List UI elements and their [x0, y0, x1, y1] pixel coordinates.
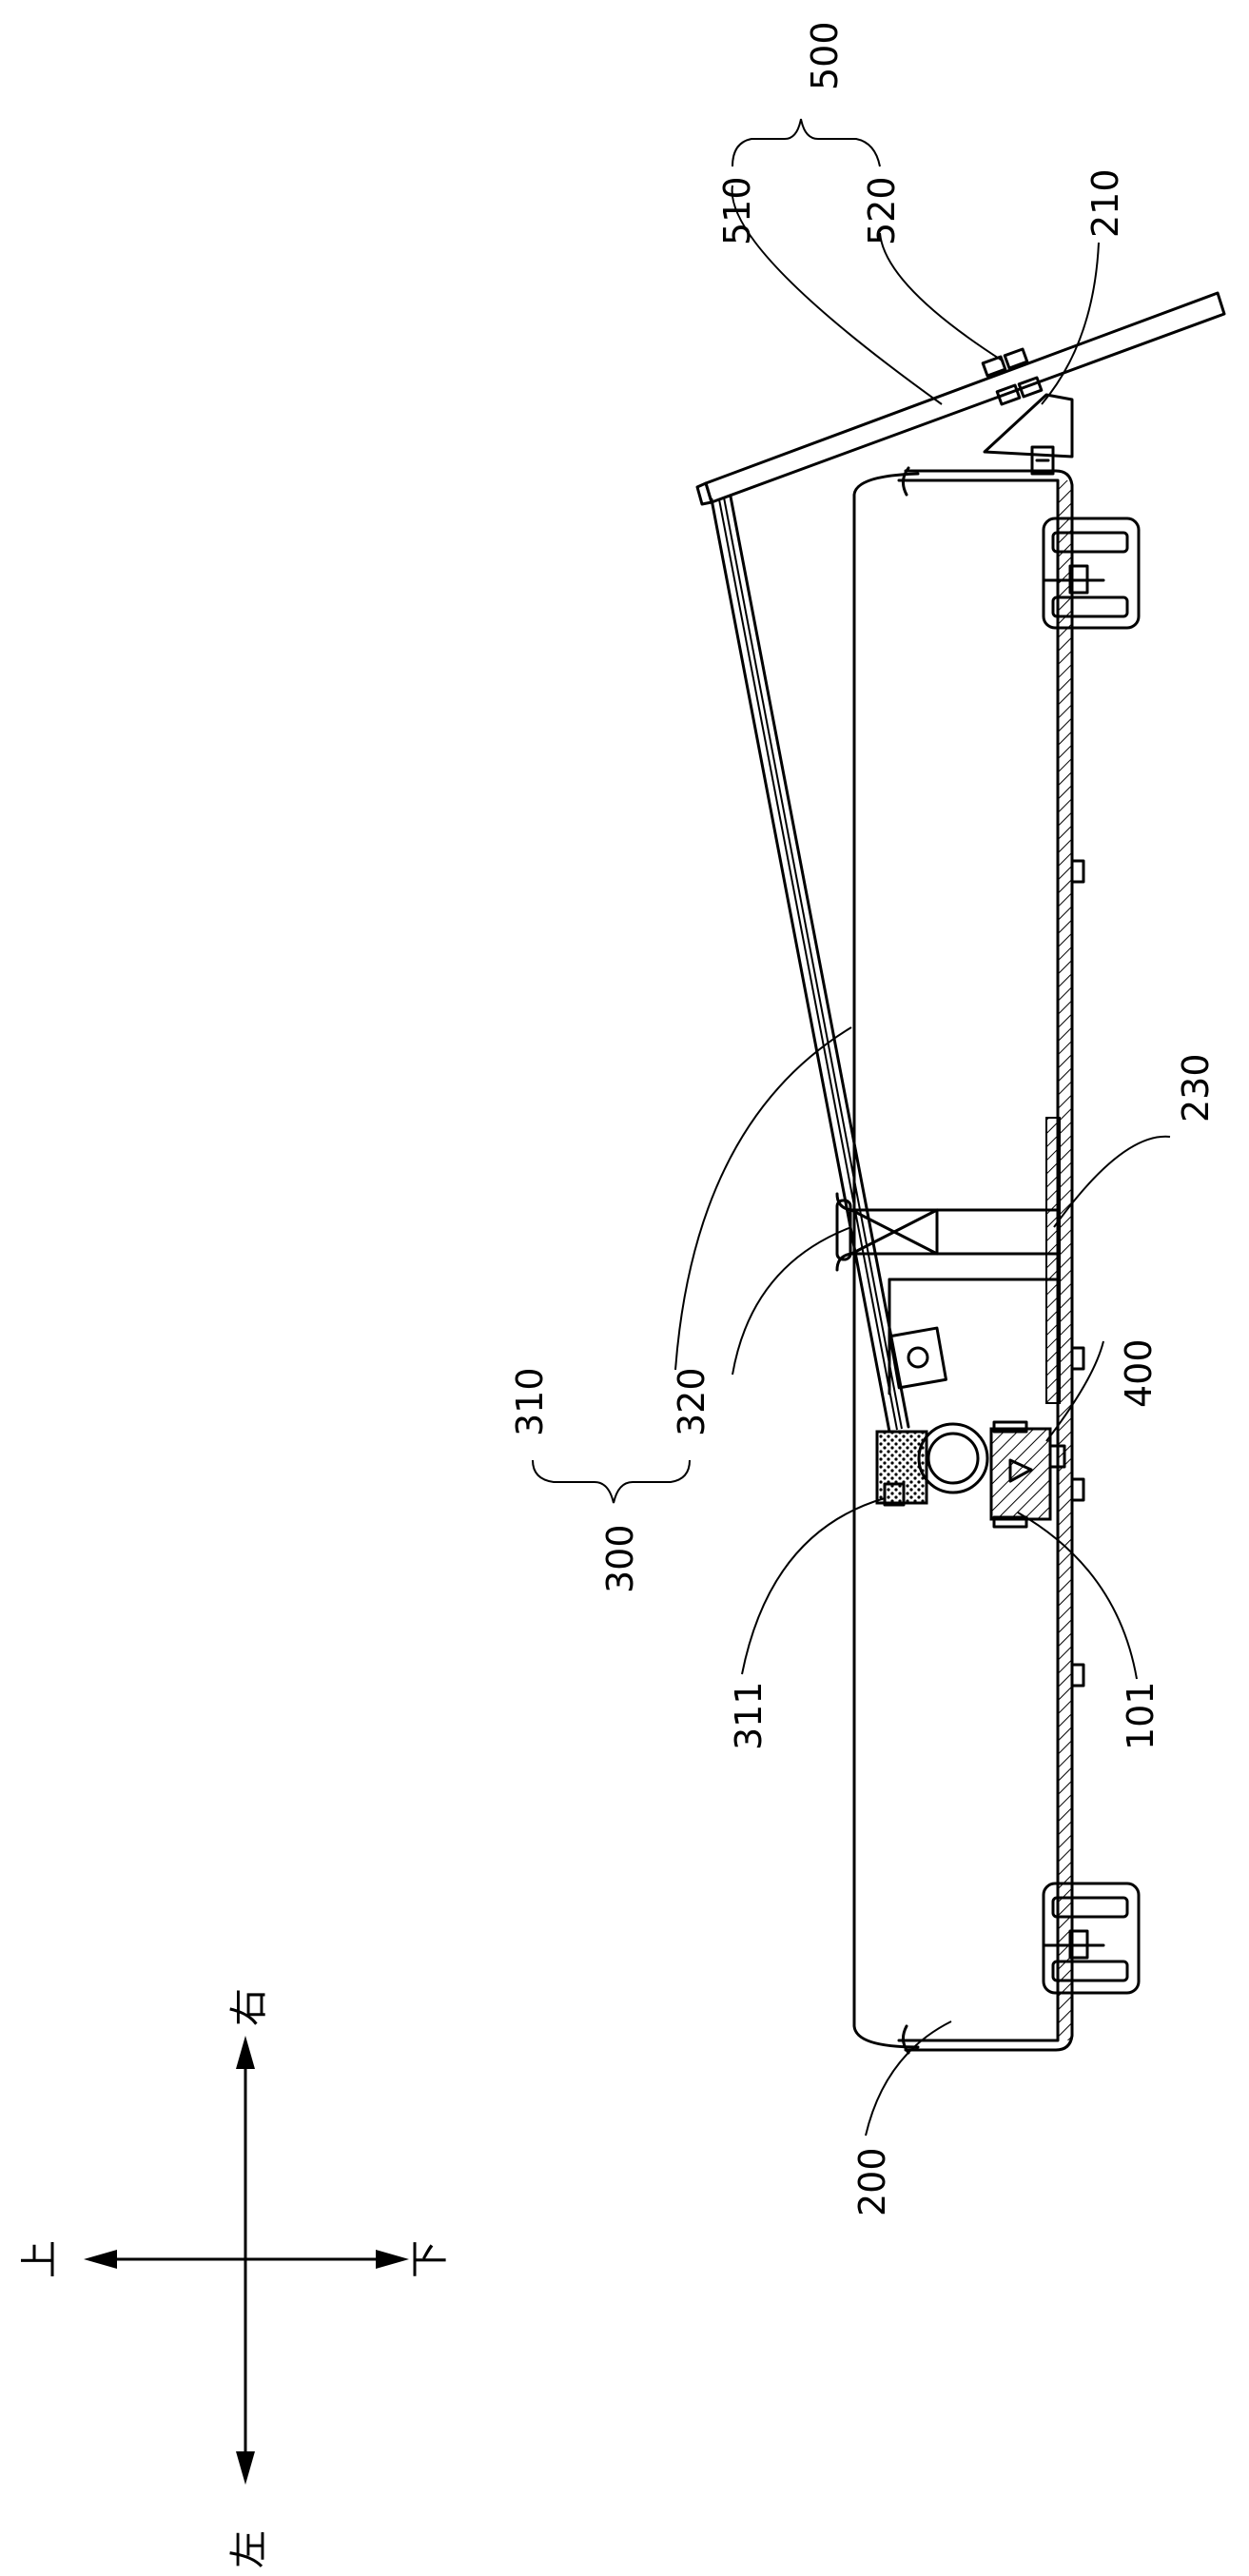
housing-200	[852, 466, 1074, 2055]
dir-down: 下	[408, 2240, 452, 2278]
bracket-210	[983, 393, 1074, 476]
mounting-clip-top	[1042, 517, 1141, 630]
mounting-clip-bottom	[1042, 1882, 1141, 1995]
support-230	[888, 1117, 1061, 1404]
arm-310	[710, 495, 910, 1434]
label-400: 400	[1118, 1338, 1160, 1408]
arrow-up-icon	[84, 2250, 117, 2269]
wall-tabs	[1070, 859, 1085, 1688]
arrow-left-icon	[236, 2451, 255, 2485]
brace-300	[532, 1459, 691, 1504]
dir-right: 右	[227, 1988, 271, 2026]
brace-500	[732, 118, 881, 167]
fastener-520	[981, 347, 1044, 406]
label-230: 230	[1175, 1053, 1217, 1122]
dir-left: 左	[227, 2530, 271, 2568]
plate-510	[695, 291, 1226, 506]
arrow-down-icon	[376, 2250, 409, 2269]
pivot-400	[989, 1420, 1066, 1529]
label-310: 310	[509, 1367, 551, 1436]
label-320: 320	[671, 1367, 712, 1436]
label-300: 300	[599, 1524, 641, 1593]
label-500: 500	[804, 21, 846, 90]
label-210: 210	[1084, 168, 1126, 238]
arrow-right-icon	[236, 2036, 255, 2069]
reference-labels: 500 510 520 210 230 310 320 300 400 311 …	[509, 21, 1217, 2216]
label-311: 311	[728, 1681, 770, 1750]
dir-up: 上	[18, 2240, 62, 2278]
label-510: 510	[716, 176, 758, 245]
link-320	[835, 1192, 939, 1272]
label-200: 200	[851, 2147, 893, 2216]
block-320	[888, 1326, 947, 1390]
label-101: 101	[1120, 1681, 1161, 1750]
pivot-311	[875, 1422, 989, 1507]
label-520: 520	[861, 176, 903, 245]
leader-lines	[674, 185, 1171, 2137]
direction-indicator: 右 左 上 下	[18, 1988, 452, 2568]
